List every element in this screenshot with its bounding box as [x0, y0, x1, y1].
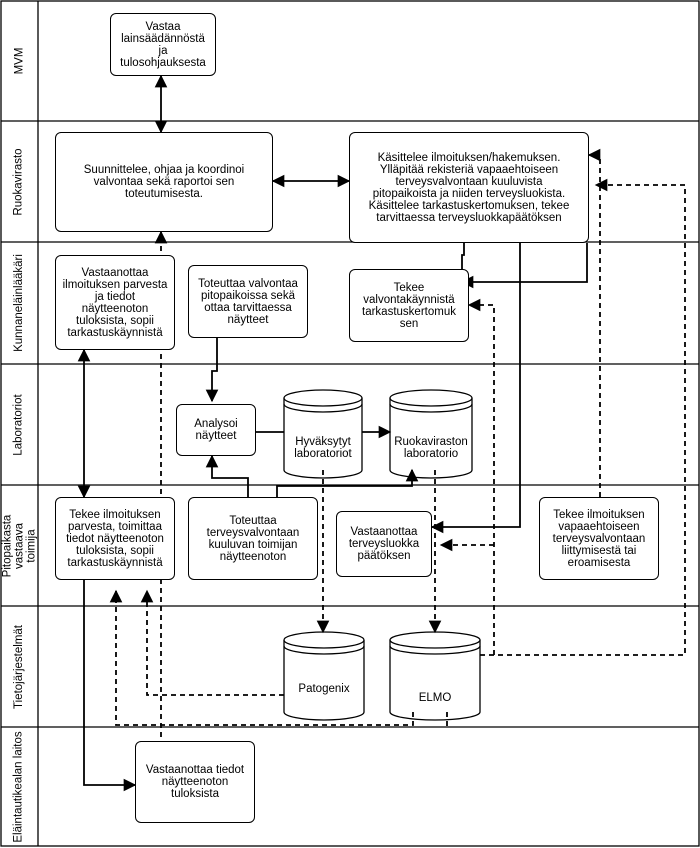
db-label-approved-labs: Hyväksytyt laboratoriot — [294, 436, 352, 460]
node-op-notify: Tekee ilmoituksen parvesta, toimittaa ti… — [55, 497, 175, 580]
db-elmo — [389, 631, 481, 721]
db-label-patogenix: Patogenix — [298, 683, 350, 695]
node-op-join: Tekee ilmoituksen vapaaehtoiseen terveys… — [539, 497, 659, 580]
lane-label-kunnaneläinlääkäri: Kunnaneläinlääkäri — [13, 254, 26, 352]
edge-handle-visit — [460, 243, 588, 289]
lane-label-tietojarjestelmat: Tietojärjestelmät — [13, 624, 25, 709]
node-op-decision: Vastaanottaa terveysluokka päätöksen — [336, 511, 432, 577]
node-lab-analyze: Analysoi näytteet — [176, 404, 256, 456]
edge-handle-decision — [430, 243, 521, 534]
edge-elmo-handle — [480, 178, 686, 656]
edge-operator-institute — [83, 580, 137, 792]
edge-sample-analyze — [205, 338, 219, 403]
edge-join-handle — [587, 148, 601, 497]
db-patogenix — [283, 631, 365, 721]
edge-elmo-operator — [109, 589, 414, 726]
lane-label-mvm: MVM — [13, 47, 25, 75]
node-rv-handle: Käsittelee ilmoituksen/hakemuksen. Ylläp… — [349, 132, 589, 243]
edge-sampling-analyze — [205, 454, 249, 497]
node-rv-plan: Suunnittelee, ohjaa ja koordinoi valvont… — [55, 132, 273, 232]
node-kel-sample: Toteuttaa valvontaa pitopaikoissa sekä o… — [188, 265, 308, 338]
node-op-sampling: Toteuttaa terveysvalvontaan kuuluvan toi… — [188, 497, 318, 580]
database-cylinders — [283, 389, 481, 721]
node-el-receive: Vastaanottaa tiedot näytteenoton tuloksi… — [135, 741, 255, 823]
lane-label-elaintautilaitos: Eläintautikealan laitos — [13, 730, 25, 843]
db-ruokaviraston-laboratorio — [389, 389, 473, 479]
edge-patogenix-operator — [140, 589, 284, 696]
lane-label-ruokavirasto: Ruokavirasto — [13, 147, 25, 216]
lane-label-toimija: Pitopaikasta vastaava toimija — [1, 514, 37, 577]
solid-connectors — [77, 74, 588, 792]
node-kel-visit: Tekee valvontakäynnistä tarkastuskertomu… — [349, 269, 469, 342]
node-mvm-legislation: Vastaa lainsäädännöstä ja tulosohjaukses… — [110, 13, 216, 76]
edge-sampling-rvlab — [276, 468, 419, 497]
lane-label-laboratoriot: Laboratoriot — [13, 393, 25, 456]
edge-elmo-visit — [467, 298, 495, 655]
node-kel-receive: Vastaanottaa ilmoituksen parvesta ja tie… — [55, 255, 175, 350]
dashed-connectors — [109, 148, 686, 746]
db-hyvaksytyt-laboratoriot — [283, 389, 363, 479]
db-label-rv-lab: Ruokaviraston laboratorio — [394, 436, 468, 460]
db-label-elmo: ELMO — [418, 692, 452, 704]
